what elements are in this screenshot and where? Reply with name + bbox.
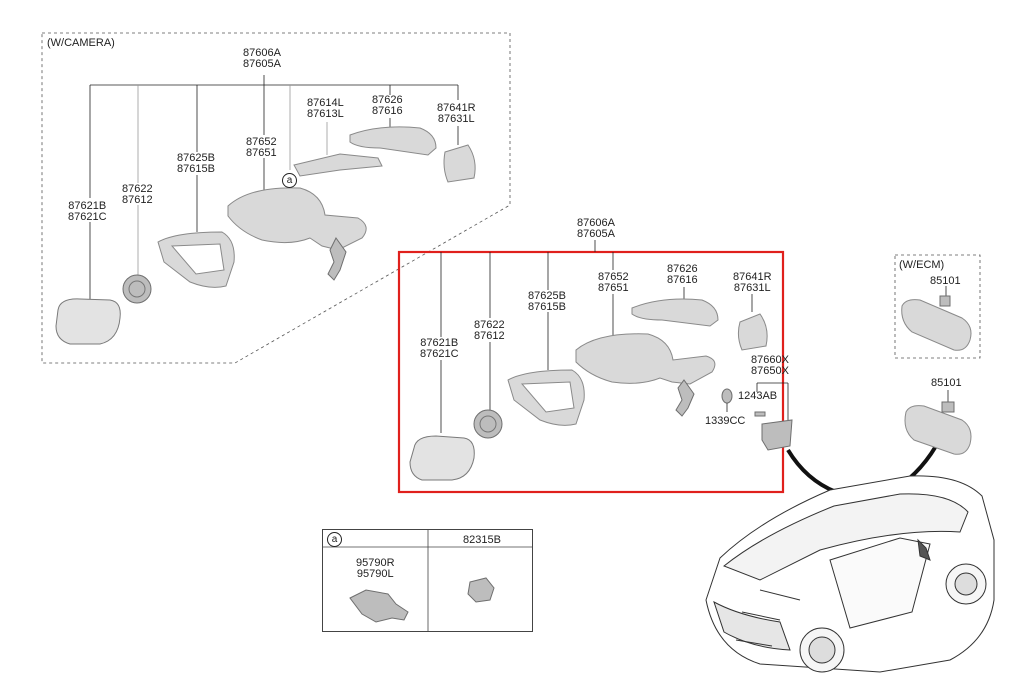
legend-table (322, 529, 533, 632)
std-mirror-actuator (473, 409, 503, 439)
rearview-mirror-stem (941, 401, 955, 413)
ecm-part-label: 85101 (930, 275, 961, 287)
camera-mirror-cap (443, 144, 476, 183)
standard-group-highlight (397, 250, 785, 494)
camera-actuator-ring (128, 280, 146, 298)
std-mirror-glass (409, 435, 475, 481)
rearview-mirror (904, 405, 972, 455)
camera-group-title: (W/CAMERA) (47, 37, 115, 49)
camera-side-lamp (293, 153, 383, 177)
camera-group-frame (41, 32, 511, 364)
bolt-label: 1243AB (738, 390, 778, 402)
grommet-part (721, 388, 733, 404)
grommet-label: 1339CC (705, 415, 746, 427)
camera-mirror-scalp (349, 126, 437, 156)
camera-mirror-glass (55, 298, 121, 345)
ecm-mirror-stem (939, 295, 951, 307)
camera-mirror-actuator (122, 274, 152, 304)
camera-callout-a: a (282, 173, 297, 188)
camera-harness (327, 237, 347, 281)
camera-mirror-body (227, 187, 367, 251)
legend-col2-header: 82315B (463, 534, 501, 546)
std-mirror-scalp (631, 298, 719, 327)
camera-cover-frame (157, 231, 235, 288)
vehicle-illustration (705, 475, 995, 673)
bolt-part (754, 411, 766, 417)
std-actuator-ring (479, 415, 497, 433)
std-mirror-body (575, 333, 716, 385)
clip-part (467, 577, 495, 603)
ecm-group-title: (W/ECM) (899, 259, 945, 271)
std-harness (675, 379, 695, 417)
std-mirror-cap (737, 313, 768, 351)
ecm-mirror (901, 299, 972, 351)
inside-mirror-mount (761, 419, 793, 451)
connector-arc-left (786, 448, 837, 494)
legend-callout-a: a (327, 532, 342, 547)
camera-module-part (349, 589, 409, 623)
rearview-part-label: 85101 (931, 377, 962, 389)
std-cover-frame (507, 369, 585, 426)
ecm-group-frame (894, 254, 981, 359)
